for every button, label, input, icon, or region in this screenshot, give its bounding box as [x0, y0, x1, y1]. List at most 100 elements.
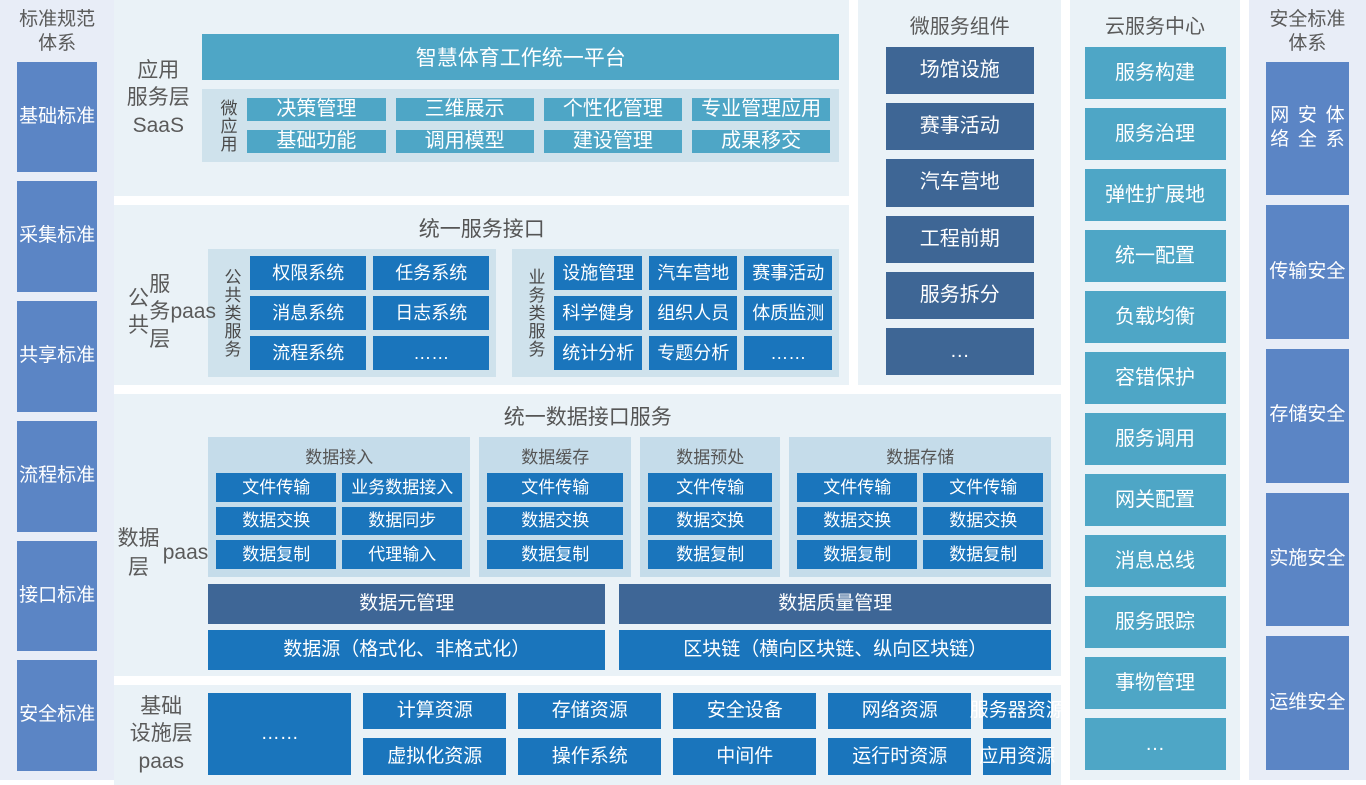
infra-virtualization-resource[interactable]: 虚拟化资源 — [363, 738, 507, 775]
app-construction-management[interactable]: 建设管理 — [543, 130, 682, 153]
service-message[interactable]: 消息系统 — [250, 296, 367, 330]
standards-item-collect[interactable]: 采集标准 — [17, 181, 98, 292]
ingest-data-sync[interactable]: 数据同步 — [342, 506, 463, 536]
app-results-handover[interactable]: 成果移交 — [692, 130, 831, 153]
storage-data-exchange-1[interactable]: 数据交换 — [797, 506, 918, 536]
cache-data-exchange[interactable]: 数据交换 — [487, 506, 624, 536]
ingest-proxy-input[interactable]: 代理输入 — [342, 540, 463, 569]
infra-compute-resource[interactable]: 计算资源 — [363, 693, 507, 730]
service-task[interactable]: 任务系统 — [373, 256, 490, 290]
biz-more-dots[interactable]: …… — [744, 336, 833, 370]
preprocess-data-exchange[interactable]: 数据交换 — [648, 506, 773, 536]
security-title: 安全标准 体系 — [1269, 0, 1345, 62]
cloud-service-build[interactable]: 服务构建 — [1084, 47, 1226, 99]
infra-runtime-resource[interactable]: 运行时资源 — [828, 738, 972, 775]
ingest-data-exchange[interactable]: 数据交换 — [216, 506, 337, 536]
app-basic-functions[interactable]: 基础功能 — [247, 130, 386, 153]
app-3d-display[interactable]: 三维展示 — [395, 98, 534, 121]
cloud-service-tracing[interactable]: 服务跟踪 — [1084, 596, 1226, 648]
standards-item-process[interactable]: 流程标准 — [17, 420, 98, 532]
cloud-fault-tolerance[interactable]: 容错保护 — [1084, 352, 1226, 404]
infra-operating-system[interactable]: 操作系统 — [518, 738, 662, 775]
biz-statistical-analysis[interactable]: 统计分析 — [554, 336, 643, 370]
storage-file-transfer-2[interactable]: 文件传输 — [923, 473, 1044, 502]
infra-more-dots[interactable]: …… — [208, 693, 352, 775]
infra-application-resource[interactable]: 应用资源 — [979, 738, 1055, 775]
unified-data-interface-title: 统一数据接口服务 — [503, 406, 672, 429]
blockchain[interactable]: 区块链（横向区块链、纵向区块链） — [619, 630, 1052, 670]
security-item-implementation[interactable]: 实施安全 — [1265, 492, 1349, 627]
ms-events[interactable]: 赛事活动 — [885, 103, 1034, 151]
data-bottom-rows: 数据元管理 数据质量管理 数据源（格式化、非格式化） 区块链（横向区块链、纵向区… — [208, 577, 1052, 670]
storage-data-replication-2[interactable]: 数据复制 — [923, 540, 1044, 569]
service-more-dots[interactable]: …… — [373, 336, 490, 370]
cloud-transaction-management[interactable]: 事物管理 — [1084, 657, 1226, 709]
preprocess-file-transfer[interactable]: 文件传输 — [648, 473, 773, 502]
service-workflow[interactable]: 流程系统 — [250, 336, 367, 370]
unified-platform-bar[interactable]: 智慧体育工作统一平台 — [202, 34, 840, 80]
ingest-business-data[interactable]: 业务数据接入 — [342, 473, 463, 502]
metadata-management[interactable]: 数据元管理 — [208, 584, 606, 624]
biz-scientific-fitness[interactable]: 科学健身 — [554, 296, 643, 330]
storage-file-transfer-1[interactable]: 文件传输 — [797, 473, 918, 502]
security-standards-column: 安全标准 体系 网络安全体系 传输安全 存储安全 实施安全 运维安全 — [1248, 0, 1366, 780]
standards-item-share[interactable]: 共享标准 — [17, 301, 98, 412]
infra-security-device[interactable]: 安全设备 — [673, 693, 817, 730]
cloud-service-center-column: 云服务中心 服务构建 服务治理 弹性扩展地 统一配置 负载均衡 容错保护 服务调… — [1070, 0, 1240, 780]
standards-item-basic[interactable]: 基础标准 — [17, 61, 98, 173]
app-model-invocation[interactable]: 调用模型 — [395, 130, 534, 153]
cloud-gateway-config[interactable]: 网关配置 — [1084, 474, 1226, 526]
biz-facility-management[interactable]: 设施管理 — [554, 256, 643, 290]
cloud-more-dots[interactable]: … — [1084, 718, 1226, 770]
infra-storage-resource[interactable]: 存储资源 — [518, 693, 662, 730]
ms-project-preparation[interactable]: 工程前期 — [885, 215, 1034, 263]
ms-rv-camp[interactable]: 汽车营地 — [885, 159, 1034, 207]
cloud-service-invocation[interactable]: 服务调用 — [1084, 413, 1226, 465]
biz-rv-camp[interactable]: 汽车营地 — [649, 256, 738, 290]
infra-middleware[interactable]: 中间件 — [673, 738, 817, 775]
biz-organization-staff[interactable]: 组织人员 — [649, 296, 738, 330]
data-card-preprocess: 数据预处 文件传输 数据交换 数据复制 — [640, 437, 781, 577]
infra-server-resource[interactable]: 服务器资源 — [970, 693, 1065, 730]
ingest-file-transfer[interactable]: 文件传输 — [216, 473, 337, 502]
preprocess-data-replication[interactable]: 数据复制 — [648, 540, 773, 569]
standards-title-line2: 体系 — [38, 32, 77, 54]
data-preprocess-grid: 文件传输 数据交换 数据复制 — [648, 473, 773, 569]
ms-more-dots[interactable]: … — [885, 327, 1034, 376]
cloud-elastic-scaling[interactable]: 弹性扩展地 — [1084, 169, 1226, 221]
security-item-operations[interactable]: 运维安全 — [1265, 636, 1349, 771]
security-item-storage[interactable]: 存储安全 — [1265, 348, 1349, 483]
standards-item-security[interactable]: 安全标准 — [17, 660, 98, 771]
ms-venue-facilities[interactable]: 场馆设施 — [885, 47, 1034, 95]
security-item-network[interactable]: 网络安全体系 — [1265, 61, 1349, 196]
infra-network-resource[interactable]: 网络资源 — [828, 693, 972, 730]
cloud-service-governance[interactable]: 服务治理 — [1084, 108, 1226, 160]
cloud-message-bus[interactable]: 消息总线 — [1084, 535, 1226, 587]
data-source[interactable]: 数据源（格式化、非格式化） — [208, 630, 606, 670]
ingest-data-replication[interactable]: 数据复制 — [216, 540, 337, 569]
ms-service-split[interactable]: 服务拆分 — [885, 271, 1034, 319]
data-quality-management[interactable]: 数据质量管理 — [619, 584, 1052, 624]
business-service-grid: 设施管理 汽车营地 赛事活动 科学健身 组织人员 体质监测 统计分析 专题分析 … — [554, 256, 833, 370]
cache-data-replication[interactable]: 数据复制 — [487, 540, 624, 569]
cloud-load-balancing[interactable]: 负载均衡 — [1084, 291, 1226, 343]
biz-thematic-analysis[interactable]: 专题分析 — [649, 336, 738, 370]
app-decision-management[interactable]: 决策管理 — [247, 98, 386, 121]
app-professional-management[interactable]: 专业管理应用 — [692, 98, 831, 121]
app-personalized-management[interactable]: 个性化管理 — [543, 98, 682, 121]
biz-events[interactable]: 赛事活动 — [744, 256, 833, 290]
storage-data-exchange-2[interactable]: 数据交换 — [923, 506, 1044, 536]
standards-item-api[interactable]: 接口标准 — [17, 540, 98, 652]
security-item-transport[interactable]: 传输安全 — [1265, 205, 1349, 339]
biz-physique-monitoring[interactable]: 体质监测 — [744, 296, 833, 330]
service-permission[interactable]: 权限系统 — [250, 256, 367, 290]
service-log[interactable]: 日志系统 — [373, 296, 490, 330]
cloud-unified-config[interactable]: 统一配置 — [1084, 230, 1226, 282]
storage-data-replication-1[interactable]: 数据复制 — [797, 540, 918, 569]
cache-file-transfer[interactable]: 文件传输 — [487, 473, 624, 502]
standards-title: 标准规范 体系 — [19, 0, 95, 62]
data-card-ingest: 数据接入 文件传输 业务数据接入 数据交换 数据同步 数据复制 代理输入 — [208, 437, 471, 577]
